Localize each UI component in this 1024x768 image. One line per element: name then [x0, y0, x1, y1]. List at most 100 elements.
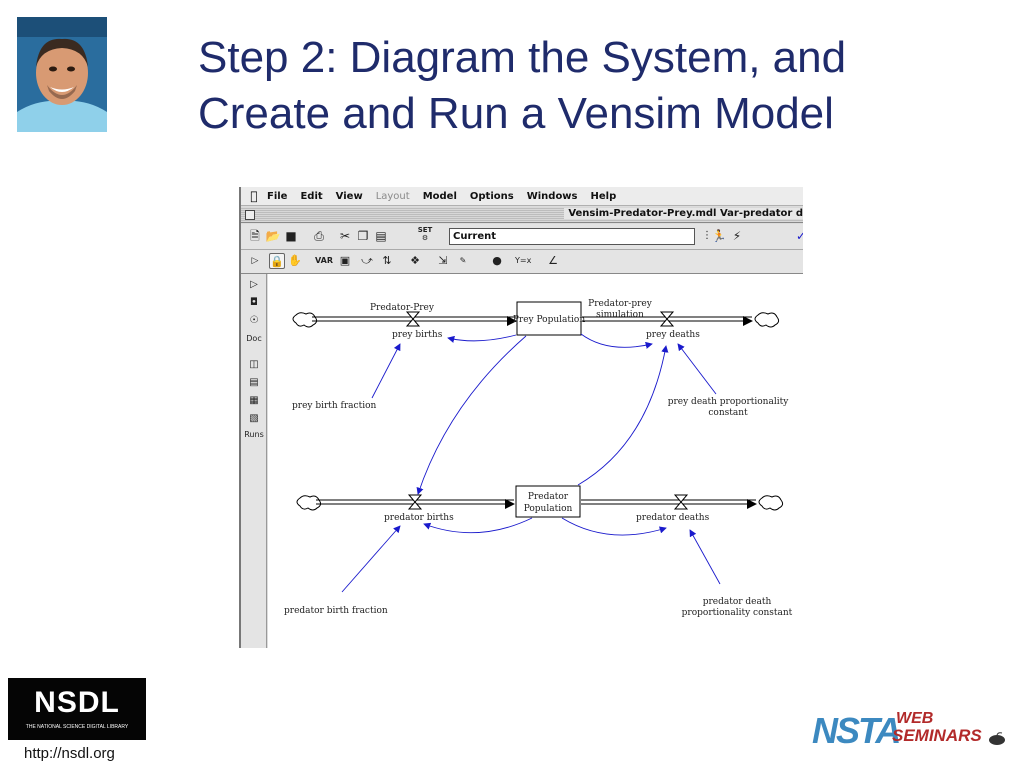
link-prey-pop-to-predator-births[interactable]	[416, 335, 527, 495]
prey-birth-fraction-label: prey birth fraction	[292, 401, 377, 411]
predator-population-line-1: Predator	[528, 492, 569, 502]
table-tool-icon[interactable]: ▦	[249, 395, 259, 406]
link-prey-pop-to-deaths[interactable]	[580, 333, 653, 349]
predator-deaths-label: predator deaths	[636, 513, 710, 523]
predator-death-constant-line-1: predator death	[703, 597, 772, 607]
save-model-icon[interactable]: ■	[285, 229, 297, 243]
prey-inflow-pipe[interactable]	[292, 312, 517, 328]
table-time-icon[interactable]: ▧	[249, 413, 259, 424]
menu-view[interactable]: View	[335, 190, 363, 202]
copy-icon[interactable]: ❐	[357, 229, 369, 243]
menu-model[interactable]: Model	[422, 190, 457, 202]
web-logo-word: WEB	[896, 710, 934, 727]
comment-tool-icon[interactable]: ✎	[459, 256, 467, 265]
runs-compare-label[interactable]: Runs	[244, 430, 264, 439]
causes-tree-icon[interactable]: ▷	[250, 279, 258, 290]
sketch-toolbar: ▷ 🔒 ✋ VAR ▣ ⤻ ⇅ ❖ ⇲ ✎ ● Y=x ∠	[241, 250, 803, 274]
mouse-icon	[989, 732, 1005, 745]
menu-options[interactable]: Options	[469, 190, 514, 202]
predator-births-valve[interactable]	[407, 494, 423, 510]
menu-edit[interactable]: Edit	[300, 190, 323, 202]
predator-deaths-valve[interactable]	[673, 494, 689, 510]
predator-death-constant-line-2: proportionality constant	[682, 608, 793, 618]
prey-death-constant-line-1: prey death proportionality	[668, 397, 789, 407]
simulate-run-icon[interactable]: 🏃	[711, 229, 727, 243]
model-diagram-canvas[interactable]: Predator-Prey Predator-prey simulation p…	[268, 274, 803, 648]
link-prey-pop-to-births[interactable]	[447, 334, 517, 343]
analysis-toolstrip: ▷ ◘ ☉ Doc ◫ ▤ ▦ ▧ Runs	[241, 274, 267, 648]
open-model-icon[interactable]: 📂	[265, 229, 281, 243]
menu-layout: Layout	[375, 190, 410, 202]
nsdl-logo: NSDL THE NATIONAL SCIENCE DIGITAL LIBRAR…	[8, 678, 146, 740]
move-hand-icon[interactable]: ✋	[288, 254, 302, 267]
seminars-logo-word: SEMINARS	[892, 726, 982, 745]
prey-births-valve[interactable]	[405, 311, 421, 327]
menu-help[interactable]: Help	[590, 190, 617, 202]
new-model-icon[interactable]: 🗎	[250, 229, 260, 243]
prey-births-label: prey births	[392, 330, 443, 340]
menu-bar:  File Edit View Layout Model Options Wi…	[241, 187, 803, 206]
close-box-icon[interactable]	[245, 210, 255, 220]
input-output-icon[interactable]: ⇲	[438, 254, 448, 267]
model-title-right-line-1: Predator-prey	[588, 299, 653, 309]
document-tool-label[interactable]: Doc	[246, 334, 262, 343]
link-death-constant-to-predator-deaths[interactable]	[689, 529, 721, 585]
link-death-constant-to-prey-deaths[interactable]	[677, 343, 717, 395]
main-toolbar: 🗎 📂 ■ ⎙ ✂ ❐ ▤ SET⚙ ⋮ 🏃 ⚡ ✓	[241, 224, 803, 250]
equations-tool-icon[interactable]: Y=x	[515, 256, 532, 265]
lock-icon[interactable]: 🔒	[269, 253, 285, 269]
synthesim-icon[interactable]: ⚡	[732, 229, 742, 243]
print-icon[interactable]: ⎙	[314, 229, 324, 243]
vensim-window:  File Edit View Layout Model Options Wi…	[239, 187, 803, 648]
predator-outflow-pipe[interactable]	[581, 495, 784, 511]
level-tool-icon[interactable]: ▣	[339, 254, 351, 267]
shadow-variable-icon[interactable]: ❖	[410, 254, 420, 267]
link-birth-fraction-to-predator-births[interactable]	[341, 525, 401, 593]
nsdl-logo-word: NSDL	[34, 686, 120, 719]
link-predator-pop-to-prey-deaths[interactable]	[577, 345, 669, 486]
paste-icon[interactable]: ▤	[375, 229, 387, 243]
prey-population-label: Prey Population	[513, 315, 585, 325]
cut-icon[interactable]: ✂	[339, 229, 351, 243]
window-title: Vensim-Predator-Prey.mdl Var-predator d	[564, 208, 803, 219]
model-title-left: Predator-Prey	[370, 303, 435, 313]
causes-strip-icon[interactable]: ◫	[249, 359, 259, 370]
menu-file[interactable]: File	[267, 190, 288, 202]
reference-mode-icon[interactable]: ∠	[548, 254, 558, 267]
predator-birth-fraction-label: predator birth fraction	[284, 606, 388, 616]
nsta-logo-word: NSTA	[812, 710, 901, 751]
prey-deaths-label: prey deaths	[646, 330, 700, 340]
link-predator-pop-to-deaths[interactable]	[561, 517, 667, 536]
variable-pointer-icon[interactable]: ▷	[251, 256, 259, 266]
nsdl-url-link[interactable]: http://nsdl.org	[24, 745, 115, 762]
apple-menu-icon[interactable]: 	[241, 189, 267, 203]
uses-tree-icon[interactable]: ◘	[250, 297, 258, 308]
rate-tool-icon[interactable]: ⇅	[382, 254, 392, 267]
predator-population-line-2: Population	[524, 504, 573, 514]
prey-deaths-valve[interactable]	[659, 311, 675, 327]
graph-tool-icon[interactable]: ▤	[249, 377, 259, 388]
presenter-photo	[17, 17, 107, 132]
delete-tool-icon[interactable]: ●	[492, 254, 502, 267]
slide-title: Step 2: Diagram the System, and Create a…	[198, 30, 978, 142]
predator-births-label: predator births	[384, 513, 454, 523]
link-predator-pop-to-births[interactable]	[423, 517, 533, 534]
model-title-right-line-2: simulation	[596, 310, 644, 320]
run-name-input[interactable]	[449, 228, 695, 245]
link-birth-fraction-to-prey-births[interactable]	[371, 343, 401, 399]
menu-windows[interactable]: Windows	[526, 190, 578, 202]
slide-title-line-1: Step 2: Diagram the System, and	[198, 33, 847, 82]
variable-tool-icon[interactable]: VAR	[315, 256, 333, 265]
loops-icon[interactable]: ☉	[249, 315, 259, 326]
prey-population-stock[interactable]	[516, 301, 582, 336]
arrow-tool-icon[interactable]: ⤻	[361, 254, 373, 267]
window-titlebar[interactable]: Vensim-Predator-Prey.mdl Var-predator d	[241, 207, 803, 223]
predator-population-stock[interactable]	[515, 485, 581, 518]
slide-title-line-2: Create and Run a Vensim Model	[198, 89, 834, 138]
nsdl-logo-tagline: THE NATIONAL SCIENCE DIGITAL LIBRARY	[25, 724, 129, 730]
nsta-web-seminars-logo: NSTA WEB SEMINARS	[812, 706, 1008, 752]
set-run-icon[interactable]: SET⚙	[417, 226, 433, 242]
predator-inflow-pipe[interactable]	[296, 495, 515, 511]
prey-death-constant-line-2: constant	[708, 408, 748, 418]
checkmark-icon[interactable]: ✓	[793, 228, 803, 244]
